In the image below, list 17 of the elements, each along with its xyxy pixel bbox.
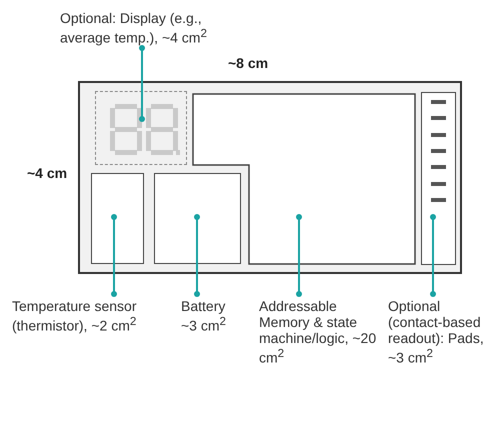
callout-text: Optional: Display (e.g., average temp.), ~4 cm$^{2}$: [60, 10, 250, 44]
dimension-label: ~8 cm: [228, 55, 268, 71]
callout-text: Addressable Memory & state machine/logic, ~20 cm$^{2}$: [259, 298, 384, 364]
leader-line: [139, 45, 145, 122]
dimension-label: ~4 cm: [27, 165, 68, 181]
callout-text: Optional (contact-based readout): Pads, ~3 cm$^{2}$: [388, 298, 498, 380]
battery-region: [154, 173, 241, 264]
leader-line: [111, 214, 117, 297]
callout-text: Temperature sensor (thermistor), ~2 cm$^{2}$: [12, 298, 177, 332]
pads-region: [421, 92, 456, 265]
card-outline: [78, 81, 462, 274]
leader-line: [194, 214, 200, 297]
leader-line: [296, 214, 302, 297]
sensor-region: [91, 173, 144, 264]
display-region: [95, 91, 187, 165]
leader-line: [430, 214, 436, 297]
callout-text: Battery ~3 cm$^{2}$: [181, 298, 237, 332]
